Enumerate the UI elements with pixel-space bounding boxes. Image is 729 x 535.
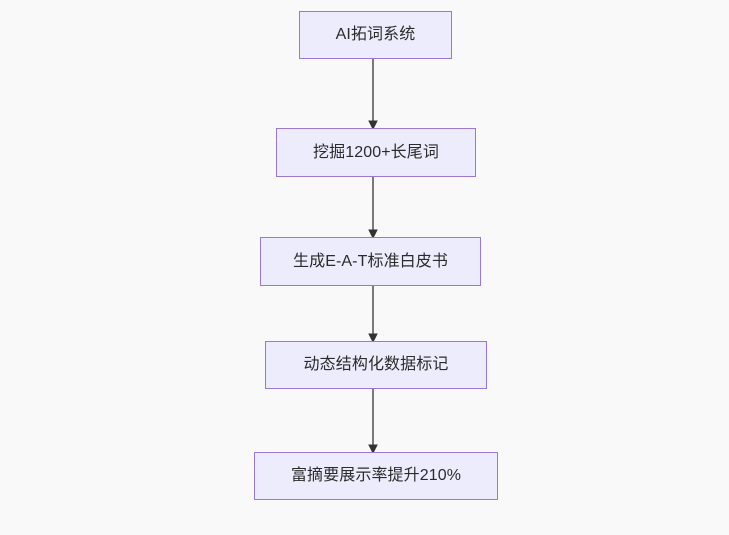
flow-node-eat-whitepaper[interactable]: 生成E-A-T标准白皮书	[260, 237, 481, 286]
flow-node-label: 挖掘1200+长尾词	[313, 143, 439, 161]
flow-node-ai-keyword-system[interactable]: AI拓词系统	[299, 11, 452, 59]
flow-node-longtail-mining[interactable]: 挖掘1200+长尾词	[276, 128, 476, 177]
flow-edge-n2-n3	[368, 285, 378, 343]
flow-node-label: 动态结构化数据标记	[303, 356, 449, 374]
flow-node-rich-snippet-result[interactable]: 富摘要展示率提升210%	[254, 452, 498, 500]
flow-node-structured-data-markup[interactable]: 动态结构化数据标记	[265, 341, 487, 389]
flow-edge-n0-n1	[368, 58, 378, 130]
flow-node-label: 富摘要展示率提升210%	[290, 467, 462, 485]
flow-edge-n3-n4	[368, 388, 378, 454]
flow-node-label: 生成E-A-T标准白皮书	[293, 252, 448, 270]
flow-edge-n1-n2	[368, 176, 378, 239]
flow-node-label: AI拓词系统	[335, 26, 416, 44]
